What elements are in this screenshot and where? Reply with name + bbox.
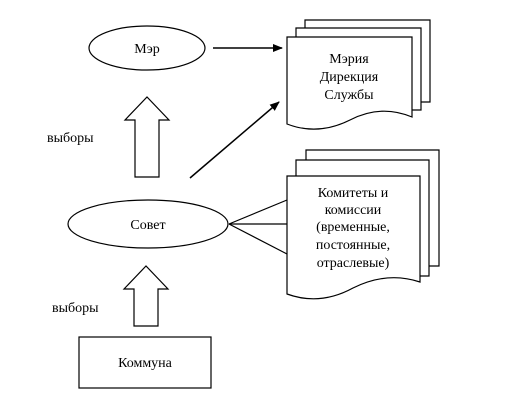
- elections-label-upper: выборы: [47, 131, 94, 146]
- committees-line-2: комиссии: [325, 203, 382, 218]
- committees-document-stack: Комитеты и комиссии (временные, постоянн…: [286, 149, 440, 300]
- committees-line-4: постоянные,: [316, 238, 390, 253]
- mayor-label: Мэр: [134, 42, 159, 57]
- administration-line-1: Мэрия: [329, 52, 369, 67]
- council-label: Совет: [130, 218, 165, 233]
- block-arrow-council-to-mayor: [123, 96, 171, 178]
- administration-line-2: Дирекция: [320, 70, 379, 85]
- committees-line-3: (временные,: [316, 220, 390, 235]
- administration-document-stack: Мэрия Дирекция Службы: [286, 19, 431, 130]
- commune-label: Коммуна: [118, 356, 173, 371]
- block-arrow-commune-to-council: [122, 265, 170, 327]
- mayor-node: Мэр: [88, 25, 206, 71]
- committees-line-5: отраслевые): [317, 256, 390, 271]
- council-to-committees-connectors: [228, 199, 288, 255]
- committees-line-1: Комитеты и: [318, 186, 389, 201]
- council-node: Совет: [67, 199, 229, 249]
- administration-line-3: Службы: [324, 88, 374, 103]
- elections-label-lower: выборы: [52, 301, 99, 316]
- administration-doc-front: [286, 36, 413, 130]
- committees-doc-front: [286, 175, 421, 300]
- commune-node: Коммуна: [78, 336, 212, 389]
- arrow-council-to-administration: [189, 101, 280, 179]
